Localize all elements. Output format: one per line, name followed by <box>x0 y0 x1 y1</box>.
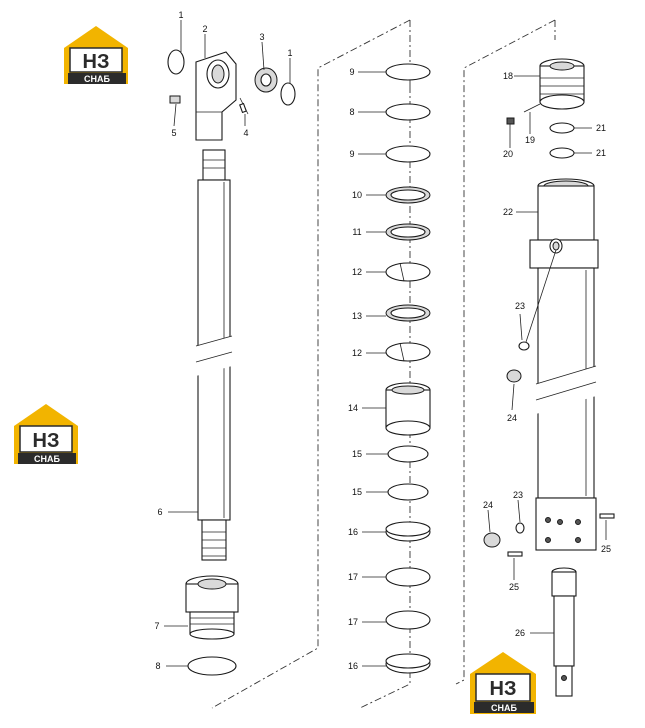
callout-3: 3 <box>259 32 264 42</box>
callout-labels: 1 2 3 1 5 4 6 7 8 9 8 9 10 11 12 13 12 1… <box>154 10 611 671</box>
snap-ring-part-1 <box>280 82 296 106</box>
middle-column-seals <box>385 63 431 674</box>
callout-20: 20 <box>503 149 513 159</box>
pin-part-19 <box>523 103 541 113</box>
rod-neck <box>202 149 226 181</box>
callout-16: 16 <box>348 527 358 537</box>
o-ring-part-8 <box>187 656 237 676</box>
callout-15: 15 <box>352 449 362 459</box>
column-dividers <box>211 19 556 709</box>
logo-caption: СНАБ <box>84 74 110 84</box>
backup-ring-part-15 <box>387 445 429 463</box>
logo-mark: НЗ <box>33 430 60 452</box>
callout-1: 1 <box>178 10 183 20</box>
callout-23: 23 <box>515 301 525 311</box>
right-column-cylinder-assembly <box>483 58 615 697</box>
callout-6: 6 <box>157 507 162 517</box>
pin-part-25 <box>599 513 615 519</box>
wear-ring-part-12 <box>385 262 431 282</box>
callout-1: 1 <box>287 48 292 58</box>
callout-24: 24 <box>483 500 493 510</box>
callout-14: 14 <box>348 403 358 413</box>
plug-part-24 <box>506 369 522 383</box>
screw-part-20 <box>506 117 515 125</box>
o-ring-part-9 <box>385 145 431 163</box>
left-column-rod-assembly <box>167 49 296 676</box>
callout-5: 5 <box>171 128 176 138</box>
o-ring-part-8 <box>385 103 431 121</box>
o-ring-part-9 <box>385 63 431 81</box>
o-ring-part-21 <box>549 147 575 159</box>
callout-21: 21 <box>596 123 606 133</box>
callout-23: 23 <box>513 490 523 500</box>
seal-part-17 <box>385 610 431 630</box>
callout-15: 15 <box>352 487 362 497</box>
callout-25: 25 <box>601 544 611 554</box>
logo-bottom-right: НЗ СНАБ <box>470 652 536 714</box>
snap-ring-part-1 <box>167 49 185 75</box>
callout-21: 21 <box>596 148 606 158</box>
backup-ring-part-15 <box>387 483 429 501</box>
callout-8: 8 <box>155 661 160 671</box>
callout-26: 26 <box>515 628 525 638</box>
pin-part-25 <box>507 551 523 557</box>
seal-part-17 <box>385 567 431 587</box>
callout-17: 17 <box>348 617 358 627</box>
wear-ring-part-12 <box>385 342 431 362</box>
logo-top-left: НЗ СНАБ <box>64 26 128 84</box>
callout-9: 9 <box>349 67 354 77</box>
callout-8: 8 <box>349 107 354 117</box>
o-ring-part-21 <box>549 122 575 134</box>
logo-mid-left: НЗ СНАБ <box>14 404 78 464</box>
logo-caption: СНАБ <box>34 454 60 464</box>
callout-16: 16 <box>348 661 358 671</box>
o-ring-part-23 <box>518 341 530 351</box>
o-ring-part-23 <box>515 522 525 534</box>
logo-caption: СНАБ <box>491 703 517 713</box>
callout-12: 12 <box>352 348 362 358</box>
callout-19: 19 <box>525 135 535 145</box>
callout-17: 17 <box>348 572 358 582</box>
callout-9: 9 <box>349 149 354 159</box>
logo-mark: НЗ <box>83 51 110 73</box>
callout-25: 25 <box>509 582 519 592</box>
callout-10: 10 <box>352 190 362 200</box>
plug-part-24 <box>483 532 501 548</box>
callout-13: 13 <box>352 311 362 321</box>
logo-mark: НЗ <box>490 678 517 700</box>
callout-12: 12 <box>352 267 362 277</box>
callout-22: 22 <box>503 207 513 217</box>
cylinder-foot <box>535 497 597 551</box>
callout-18: 18 <box>503 71 513 81</box>
callout-2: 2 <box>202 24 207 34</box>
callout-11: 11 <box>352 227 361 237</box>
leader-lines <box>164 20 607 667</box>
callout-4: 4 <box>243 128 248 138</box>
callout-7: 7 <box>154 621 159 631</box>
grease-nipple-part-5 <box>169 95 181 104</box>
callout-24: 24 <box>507 413 517 423</box>
